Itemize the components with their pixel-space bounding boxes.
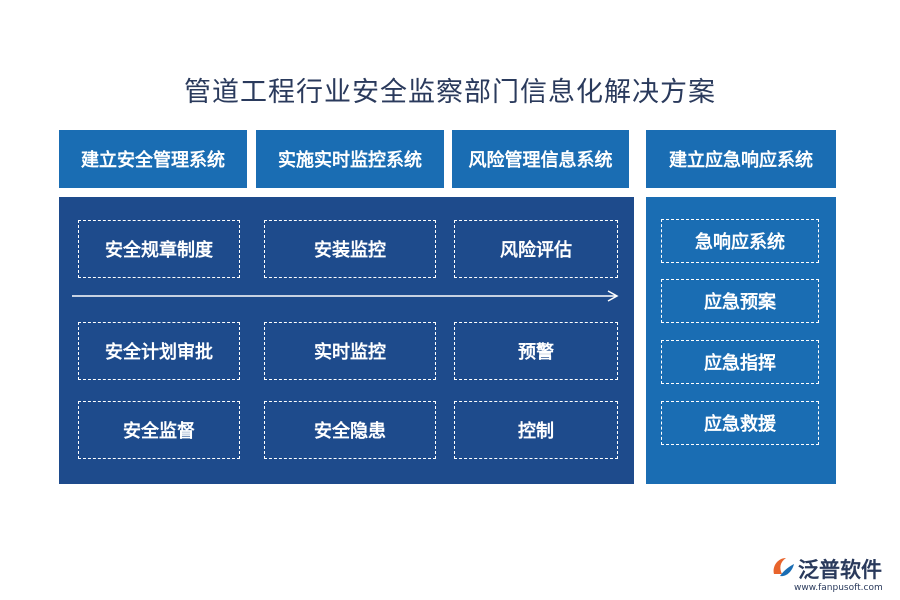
box-safety-plan-approval: 安全计划审批 — [78, 322, 240, 380]
flow-arrow-icon — [72, 290, 619, 302]
logo-name: 泛普软件 — [798, 558, 882, 582]
header-risk-management: 风险管理信息系统 — [452, 130, 629, 188]
header-realtime-monitoring: 实施实时监控系统 — [256, 130, 444, 188]
header-emergency-response: 建立应急响应系统 — [646, 130, 836, 188]
box-safety-supervision: 安全监督 — [78, 401, 240, 459]
main-panel — [59, 197, 634, 484]
box-emergency-rescue: 应急救援 — [661, 401, 819, 445]
box-emergency-plan: 应急预案 — [661, 279, 819, 323]
box-safety-hazards: 安全隐患 — [264, 401, 436, 459]
box-early-warning: 预警 — [454, 322, 618, 380]
header-safety-management: 建立安全管理系统 — [59, 130, 247, 188]
box-control: 控制 — [454, 401, 618, 459]
page-title: 管道工程行业安全监察部门信息化解决方案 — [184, 77, 716, 108]
logo-url: www.fanpusoft.com — [794, 583, 883, 593]
box-install-monitoring: 安装监控 — [264, 220, 436, 278]
box-risk-assessment: 风险评估 — [454, 220, 618, 278]
box-safety-regulations: 安全规章制度 — [78, 220, 240, 278]
fanpu-logo-icon — [773, 558, 794, 577]
brand-logo: 泛普软件 www.fanpusoft.com — [770, 552, 895, 597]
box-emergency-command: 应急指挥 — [661, 340, 819, 384]
box-emergency-response-system: 急响应系统 — [661, 219, 819, 263]
box-realtime-monitoring: 实时监控 — [264, 322, 436, 380]
